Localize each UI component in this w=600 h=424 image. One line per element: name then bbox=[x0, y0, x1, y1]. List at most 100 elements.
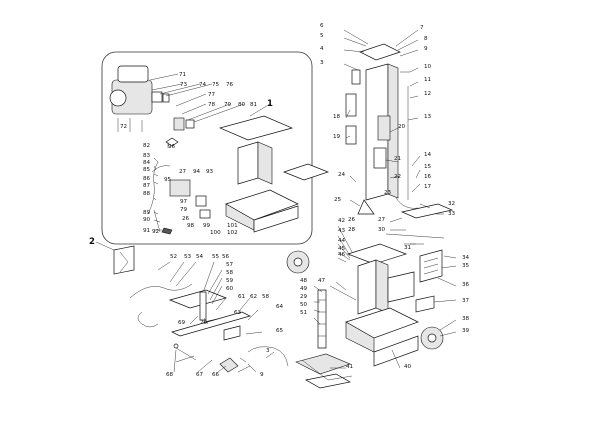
part-number-label: 45 bbox=[338, 246, 346, 252]
part-number-label: 5 bbox=[320, 33, 324, 39]
part-number-label: 75 bbox=[212, 82, 220, 88]
part-number-label: 8 bbox=[424, 36, 428, 42]
part-number-label: 39 bbox=[462, 328, 470, 334]
part-number-label: 40 bbox=[404, 364, 412, 370]
part-number-label: 56 bbox=[222, 254, 230, 260]
part-number-label: 57 bbox=[226, 262, 234, 268]
base-assembly bbox=[286, 243, 444, 389]
part-number-label: 14 bbox=[424, 152, 432, 158]
part-number-label: 4 bbox=[320, 46, 324, 52]
part-number-label: 87 bbox=[143, 183, 151, 189]
part-number-label: 34 bbox=[462, 255, 470, 261]
part-number-label: 7 bbox=[420, 25, 424, 31]
part-number-label: 55 bbox=[212, 254, 220, 260]
part-number-label: 23 bbox=[384, 190, 392, 196]
engine-coupling bbox=[173, 117, 185, 131]
part-number-label: 22 bbox=[394, 174, 401, 180]
part-number-label: 69 bbox=[178, 320, 186, 326]
part-number-label: 79 bbox=[180, 207, 188, 213]
part-number-label: 95 bbox=[164, 177, 172, 183]
part-number-label: 13 bbox=[424, 114, 432, 120]
part-number-label: 82 bbox=[143, 143, 150, 149]
part-number-label: 91 bbox=[143, 228, 151, 234]
part-number-label: 36 bbox=[462, 282, 470, 288]
part-number-label: 65 bbox=[276, 328, 284, 334]
part-number-label: 76 bbox=[226, 82, 234, 88]
part-number-label: 52 bbox=[170, 254, 177, 260]
part-number-label: 54 bbox=[196, 254, 204, 260]
part-number-label: 88 bbox=[143, 191, 151, 197]
part-number-label: 101 bbox=[227, 223, 238, 229]
part-number-label: 26 bbox=[348, 217, 356, 223]
part-number-label: 50 bbox=[300, 302, 308, 308]
part-number-label: 59 bbox=[226, 278, 234, 284]
part-number-label: 64 bbox=[276, 304, 284, 310]
engine-assembly bbox=[109, 65, 330, 235]
part-number-label: 89 bbox=[143, 210, 151, 216]
part-number-label: 58 bbox=[226, 270, 234, 276]
part-number-label: 100 bbox=[210, 230, 221, 236]
part-number-label: 92 bbox=[152, 229, 159, 235]
part-number-label: 102 bbox=[227, 230, 238, 236]
part-number-label: 38 bbox=[462, 316, 470, 322]
part-number-label: 63 bbox=[234, 310, 242, 316]
part-number-label: 70 bbox=[200, 320, 208, 326]
part-number-label: 37 bbox=[462, 298, 470, 304]
part-number-label: 42 bbox=[338, 218, 345, 224]
part-number-label: 60 bbox=[226, 286, 234, 292]
part-number-label: 21 bbox=[394, 156, 402, 162]
part-number-label: 28 bbox=[348, 227, 356, 233]
part-number-label: 93 bbox=[206, 169, 214, 175]
part-number-label: 96 bbox=[168, 144, 176, 150]
part-number-label: 97 bbox=[180, 199, 188, 205]
part-number-label: 90 bbox=[143, 217, 151, 223]
column-assembly bbox=[345, 43, 454, 245]
part-number-label: 20 bbox=[398, 124, 406, 130]
part-number-label: 99 bbox=[203, 223, 211, 229]
part-number-label: 58 bbox=[262, 294, 270, 300]
part-number-label: 6 bbox=[320, 23, 324, 29]
part-number-label: 81 bbox=[250, 102, 258, 108]
group-label: 2 bbox=[89, 237, 95, 247]
part-number-label: 94 bbox=[193, 169, 201, 175]
engine-fuel-tank bbox=[117, 65, 149, 83]
part-number-label: 98 bbox=[187, 223, 195, 229]
part-number-label: 83 bbox=[143, 153, 151, 159]
part-number-label: 11 bbox=[424, 77, 432, 83]
part-number-label: 79 bbox=[224, 102, 232, 108]
part-number-label: 3 bbox=[320, 60, 324, 66]
part-number-label: 29 bbox=[300, 294, 308, 300]
part-number-label: 25 bbox=[334, 197, 342, 203]
group-label: 1 bbox=[267, 99, 273, 109]
part-number-label: 49 bbox=[300, 286, 308, 292]
part-number-label: 12 bbox=[424, 91, 431, 97]
part-number-label: 71 bbox=[179, 72, 187, 78]
part-number-label: 51 bbox=[300, 310, 308, 316]
part-number-label: 84 bbox=[143, 160, 151, 166]
part-number-label: 66 bbox=[212, 372, 220, 378]
part-number-label: 86 bbox=[143, 176, 151, 182]
part-number-label: 78 bbox=[208, 102, 216, 108]
part-number-label: 48 bbox=[300, 278, 308, 284]
part-number-label: 27 bbox=[378, 217, 386, 223]
leader-lines bbox=[95, 29, 457, 373]
part-number-label: 43 bbox=[338, 228, 346, 234]
part-number-label: 80 bbox=[238, 102, 246, 108]
part-number-label: 47 bbox=[318, 278, 326, 284]
part-number-label: 16 bbox=[424, 174, 432, 180]
part-number-label: 15 bbox=[424, 164, 432, 170]
part-number-label: 44 bbox=[338, 238, 346, 244]
part-number-label: 31 bbox=[404, 245, 412, 251]
stand-assembly bbox=[113, 245, 289, 373]
part-number-label: 85 bbox=[143, 167, 151, 173]
part-number-label: 61 bbox=[238, 294, 246, 300]
part-number-label: 77 bbox=[208, 92, 216, 98]
part-number-label: 24 bbox=[338, 172, 346, 178]
part-number-label: 32 bbox=[448, 201, 455, 207]
part-number-label: 33 bbox=[448, 211, 456, 217]
part-number-label: 74 bbox=[199, 82, 207, 88]
part-number-label: 10 bbox=[424, 64, 432, 70]
